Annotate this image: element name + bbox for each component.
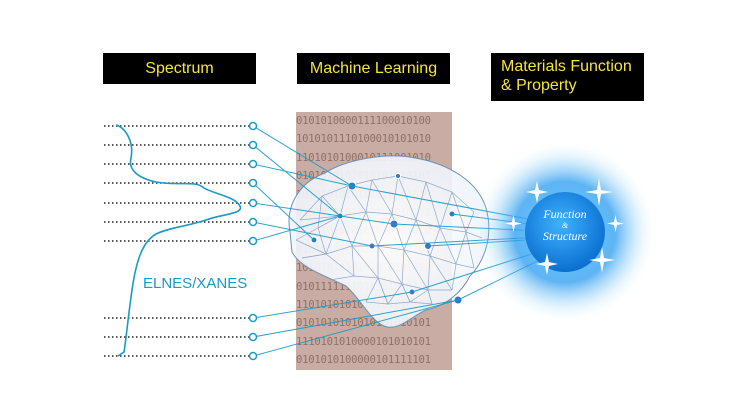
glowing-sphere-icon xyxy=(473,140,657,324)
materials-header-line1: Materials Function xyxy=(501,58,632,75)
materials-header: Materials Function & Property xyxy=(491,53,644,101)
spectrum-node xyxy=(248,140,258,150)
spectrum-node xyxy=(248,178,258,188)
spectrum-node xyxy=(248,217,258,227)
spectrum-node xyxy=(248,236,258,246)
spectrum-node xyxy=(248,332,258,342)
brain-network-icon xyxy=(288,155,490,328)
materials-header-line2: & Property xyxy=(501,77,577,94)
machine-learning-header-label: Machine Learning xyxy=(309,60,438,77)
structure-text: Structure xyxy=(542,229,588,243)
spectrum-node xyxy=(248,159,258,169)
spectrum-node xyxy=(248,121,258,131)
spectrum-node xyxy=(248,351,258,361)
binary-row: 0101010000111100010100 xyxy=(296,115,431,127)
connection-lines xyxy=(252,125,561,357)
binary-row: 0101010100000101111101 xyxy=(296,354,431,367)
machine-learning-header: Machine Learning xyxy=(297,53,450,84)
energy-levels xyxy=(104,125,250,357)
function-structure-label: Function & Structure xyxy=(522,208,608,243)
function-text: Function xyxy=(543,207,587,221)
spectrum-header: Spectrum xyxy=(103,53,256,84)
ampersand-text: & xyxy=(561,221,569,230)
binary-row: 1010101110100010101010 xyxy=(296,133,431,146)
spectrum-node xyxy=(248,313,258,323)
spectrum-node xyxy=(248,198,258,208)
spectrum-nodes xyxy=(248,121,258,361)
spectrum-type-label: ELNES/XANES xyxy=(143,275,248,292)
spectrum-header-label: Spectrum xyxy=(145,60,214,77)
binary-row: 1110101010000101010101 xyxy=(296,335,431,348)
spectrum-curve xyxy=(115,124,242,357)
